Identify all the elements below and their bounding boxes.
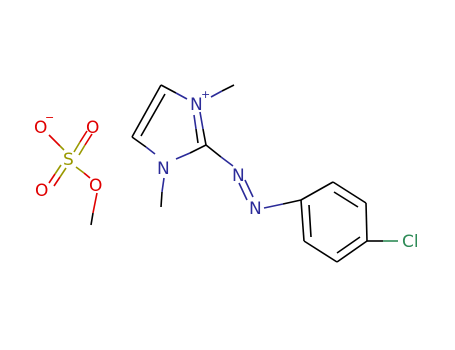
bond-c2-azo-b xyxy=(220,156,234,167)
bond-s-otop-a2 xyxy=(79,130,88,143)
imidazolium-azo-cation: N + N N N Cl xyxy=(131,84,419,263)
bond-ph-4i xyxy=(336,236,361,254)
bond-azo-a xyxy=(244,179,254,198)
bond-s-otop-a xyxy=(73,141,81,153)
atom-o-top: O xyxy=(86,118,99,138)
charge-plus: + xyxy=(201,88,210,101)
bond-n3-methyl-b xyxy=(221,84,235,92)
bond-c2-n3-a2 xyxy=(199,111,204,130)
bond-ph-6i xyxy=(308,204,312,238)
bond-c4-n3 xyxy=(160,84,177,94)
bond-n1-c2 xyxy=(175,152,191,160)
atom-n1: N xyxy=(157,159,170,179)
atom-o-minus: O xyxy=(34,118,47,138)
bond-ph-2 xyxy=(332,181,367,204)
charge-minus: − xyxy=(45,111,54,124)
bond-c2-n3-b xyxy=(195,128,199,144)
bond-azo-ipso xyxy=(263,203,284,209)
bond-c2-azo xyxy=(205,144,222,158)
cation-bonds xyxy=(131,84,398,263)
bond-ph-6 xyxy=(300,199,305,242)
bond-n1-c2-b xyxy=(189,144,207,154)
bond-n3-methyl xyxy=(210,90,223,98)
bond-azo-b xyxy=(238,182,248,201)
bond-ph-2i xyxy=(333,191,359,208)
bond-s-obottom-a2 xyxy=(48,173,56,184)
bond-omethoxy-methyl xyxy=(92,192,98,214)
bond-c4-c5-a xyxy=(131,84,162,138)
bond-s-otop-b2 xyxy=(84,133,93,146)
bond-s-omethoxy-b xyxy=(83,172,91,179)
bond-c5-n1 xyxy=(131,136,147,148)
atom-o-methoxy: O xyxy=(89,176,102,196)
bond-ph-5 xyxy=(303,240,338,263)
bond-n1-methyl-b xyxy=(160,191,163,208)
bond-ph-3 xyxy=(365,202,368,242)
bond-n1-methyl xyxy=(161,177,165,193)
atom-n3-plus: N xyxy=(190,95,203,115)
bond-s-obottom-b2 xyxy=(53,176,61,187)
atom-cl: Cl xyxy=(402,232,419,252)
sulfate-bonds xyxy=(48,130,98,226)
bond-ominus-s xyxy=(48,134,61,147)
atom-s: S xyxy=(63,150,74,170)
bond-ominus-s-b xyxy=(59,145,65,151)
bond-azo-ipso-b xyxy=(282,199,302,205)
atom-azo-n1: N xyxy=(232,166,245,186)
atom-o-bottom: O xyxy=(35,181,48,201)
bond-s-obottom-a xyxy=(54,164,62,175)
bond-omethoxy-methyl-b xyxy=(90,212,94,226)
methyl-sulfate-anion: O − O S O O xyxy=(34,111,102,226)
bond-c4-c5-b xyxy=(140,93,166,137)
bond-s-omethoxy xyxy=(75,166,85,174)
bond-c2-n3-a xyxy=(202,128,207,146)
bond-c5-n1-b xyxy=(145,146,156,155)
bond-c4-n3-b xyxy=(175,92,188,100)
bond-s-obottom-b xyxy=(59,167,67,178)
bond-s-otop-b xyxy=(78,144,86,156)
atom-azo-n2: N xyxy=(249,199,262,219)
bond-ph-1 xyxy=(300,181,334,201)
bond-ph-4 xyxy=(336,240,368,263)
bond-c2-n3-b2 xyxy=(193,114,197,130)
